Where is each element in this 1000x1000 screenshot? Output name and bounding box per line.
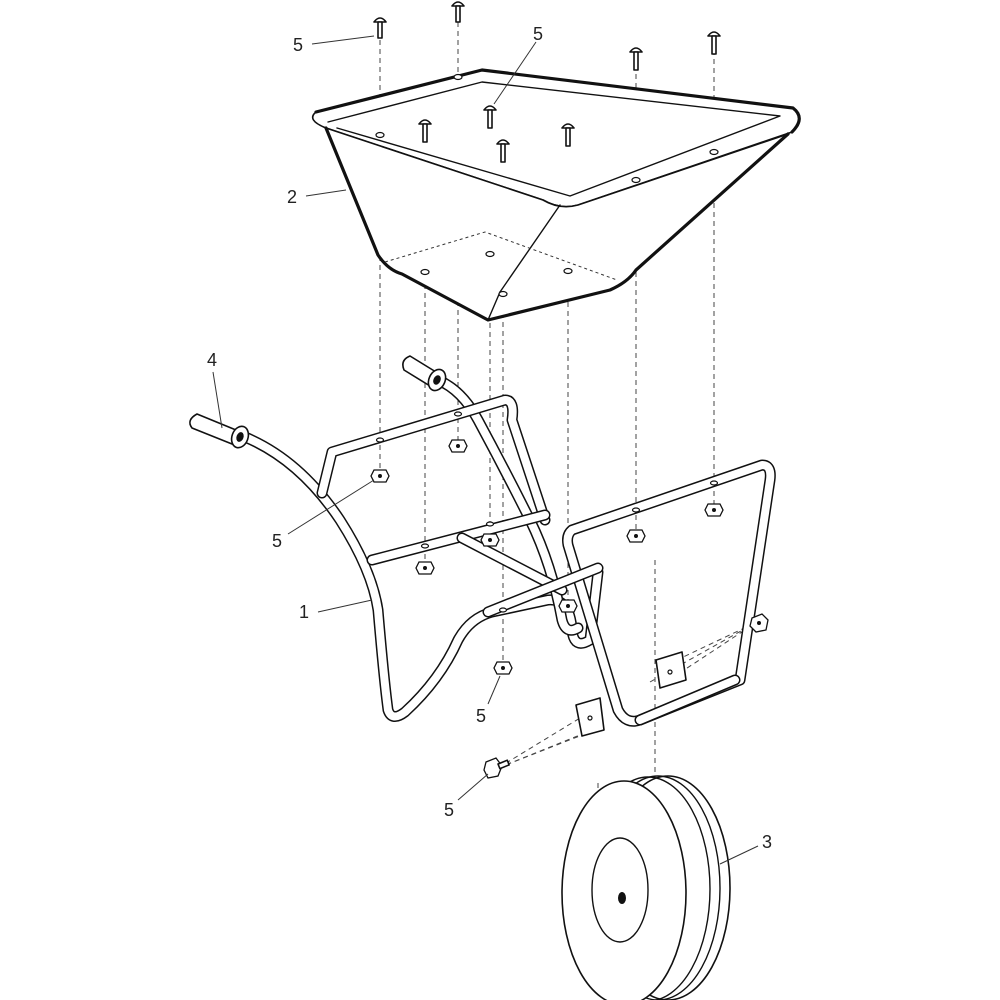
bolt xyxy=(373,17,387,39)
handle-grips xyxy=(189,355,447,449)
bolt xyxy=(418,119,432,143)
axle-bolt-left xyxy=(483,757,510,779)
callout-bolt-tray: 5 xyxy=(533,24,543,44)
callout-axle-bolt: 5 xyxy=(444,800,454,820)
nut xyxy=(448,439,468,453)
callout-tray: 2 xyxy=(287,187,297,207)
bolt-set xyxy=(373,1,721,163)
wheel xyxy=(561,775,731,1000)
nut xyxy=(493,661,513,675)
callout-nut-frame: 5 xyxy=(272,531,282,551)
bolt xyxy=(629,47,643,71)
nut-set xyxy=(370,439,724,675)
nut xyxy=(415,561,435,575)
callout-grip: 4 xyxy=(207,350,217,370)
bolt xyxy=(561,123,575,147)
bolt xyxy=(496,139,510,163)
nut xyxy=(480,533,500,547)
handle-grip-left xyxy=(189,413,250,449)
bolt xyxy=(483,105,497,129)
nut xyxy=(558,599,578,613)
callout-bolt-top: 5 xyxy=(293,35,303,55)
bolt xyxy=(451,1,465,23)
axle-bolt-right xyxy=(749,613,769,633)
callout-nut-lower: 5 xyxy=(476,706,486,726)
nut xyxy=(370,469,390,483)
callout-wheel: 3 xyxy=(762,832,772,852)
callouts: 5 5 2 4 5 1 5 5 3 xyxy=(207,24,772,865)
nut xyxy=(704,503,724,517)
handle-grip-right xyxy=(402,355,447,392)
tray xyxy=(311,68,801,322)
frame xyxy=(239,374,776,737)
axle-bolts xyxy=(483,613,769,779)
bolt xyxy=(707,31,721,55)
callout-frame: 1 xyxy=(299,602,309,622)
nut xyxy=(626,529,646,543)
